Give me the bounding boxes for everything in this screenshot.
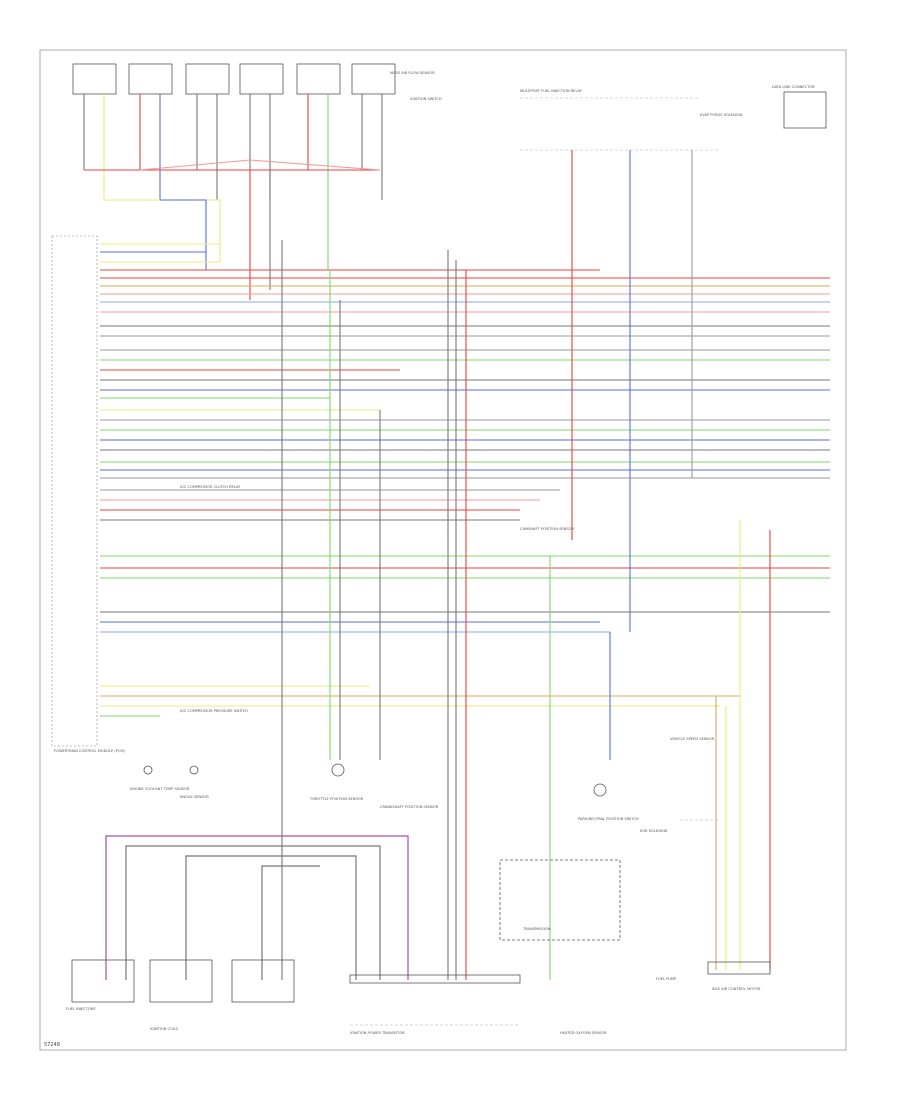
- label-heated-oxygen-sensor: HEATED OXYGEN SENSOR: [560, 1031, 607, 1035]
- pcm-dashed-box: [51, 235, 98, 747]
- label-evap-purge-solenoid: EVAP PURGE SOLENOID: [700, 113, 743, 117]
- label-ect-sensor: ENGINE COOLANT TEMP SENSOR: [130, 787, 190, 791]
- top-harness: [84, 159, 381, 300]
- label-transmission: TRANSMISSION: [522, 927, 551, 931]
- label-fuel-pump: FUEL PUMP: [656, 977, 677, 981]
- label-data-link-connector: DATA LINK CONNECTOR: [772, 85, 815, 89]
- vertical-trunks: [281, 150, 771, 980]
- pcm-terminal-wires: [100, 243, 830, 717]
- dashed-lines: [350, 97, 720, 1026]
- top-connectors: [72, 63, 827, 129]
- diagram-frame: [39, 49, 847, 1051]
- label-pnp-switch: PARK/NEUTRAL POSITION SWITCH: [578, 817, 639, 821]
- label-pcm: POWERTRAIN CONTROL MODULE (PCM): [54, 749, 126, 753]
- label-iac-motor: IDLE AIR CONTROL MOTOR: [712, 987, 761, 991]
- injector-harness: [105, 835, 409, 980]
- label-knock-sensor: KNOCK SENSOR: [180, 795, 209, 799]
- riser-wires: [83, 94, 383, 200]
- label-vss: VEHICLE SPEED SENSOR: [670, 737, 715, 741]
- label-tp-sensor: THROTTLE POSITION SENSOR: [309, 797, 364, 801]
- label-maf-sensor: MASS AIR FLOW SENSOR: [390, 71, 435, 75]
- label-ac-pressure-switch: A/C COMPRESSOR PRESSURE SWITCH: [180, 709, 248, 713]
- label-mfi-relay: MULTIPORT FUEL INJECTION RELAY: [520, 89, 583, 93]
- label-ignition-power-transistor: IGNITION POWER TRANSISTOR: [350, 1031, 405, 1035]
- bottom-components: [71, 763, 771, 1003]
- diagram-code: 57248: [44, 1042, 60, 1048]
- label-ignition-switch: IGNITION SWITCH: [410, 97, 442, 101]
- label-ckp-sensor: CRANKSHAFT POSITION SENSOR: [380, 805, 439, 809]
- label-ignition-coils: IGNITION COILS: [150, 1027, 179, 1031]
- component-labels: POWERTRAIN CONTROL MODULE (PCM) IGNITION…: [54, 71, 815, 1035]
- label-ac-clutch-relay: A/C COMPRESSOR CLUTCH RELAY: [180, 485, 241, 489]
- label-fuel-injectors: FUEL INJECTORS: [66, 1007, 96, 1011]
- label-cmp-sensor: CAMSHAFT POSITION SENSOR: [520, 527, 574, 531]
- label-egr-solenoid: EGR SOLENOID: [640, 829, 668, 833]
